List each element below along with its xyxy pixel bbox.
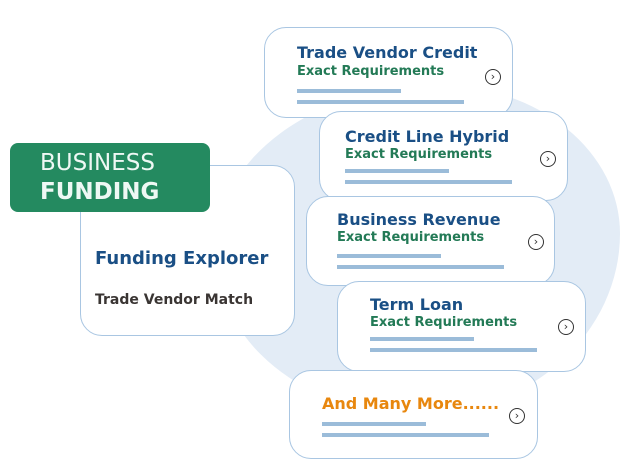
card-subtitle: Exact Requirements bbox=[297, 64, 445, 79]
card-subtitle: Exact Requirements bbox=[345, 147, 493, 162]
main-card-subtitle: Trade Vendor Match bbox=[95, 292, 254, 308]
card-subtitle: Exact Requirements bbox=[370, 315, 518, 330]
placeholder-line bbox=[297, 89, 401, 93]
card-title: Business Revenue bbox=[337, 210, 501, 229]
card-and-many-more[interactable]: And Many More...... › bbox=[289, 370, 538, 459]
chevron-right-icon[interactable]: › bbox=[528, 234, 544, 250]
chevron-right-icon[interactable]: › bbox=[540, 151, 556, 167]
card-business-revenue[interactable]: Business Revenue Exact Requirements › bbox=[306, 196, 555, 286]
chevron-right-icon[interactable]: › bbox=[485, 69, 501, 85]
card-trade-vendor-credit[interactable]: Trade Vendor Credit Exact Requirements › bbox=[264, 27, 513, 118]
placeholder-line bbox=[337, 265, 504, 269]
placeholder-line bbox=[345, 180, 512, 184]
card-credit-line-hybrid[interactable]: Credit Line Hybrid Exact Requirements › bbox=[319, 111, 568, 201]
card-title: Credit Line Hybrid bbox=[345, 127, 510, 146]
card-title: Term Loan bbox=[370, 295, 464, 314]
placeholder-line bbox=[345, 169, 449, 173]
main-card-title: Funding Explorer bbox=[95, 248, 269, 269]
card-term-loan[interactable]: Term Loan Exact Requirements › bbox=[337, 281, 586, 372]
badge-line1: BUSINESS bbox=[40, 150, 155, 176]
placeholder-line bbox=[370, 348, 537, 352]
card-title: Trade Vendor Credit bbox=[297, 43, 478, 62]
card-subtitle: Exact Requirements bbox=[337, 230, 485, 245]
placeholder-line bbox=[297, 100, 464, 104]
business-funding-badge: BUSINESS FUNDING bbox=[10, 143, 210, 212]
placeholder-line bbox=[322, 422, 426, 426]
placeholder-line bbox=[322, 433, 489, 437]
chevron-right-icon[interactable]: › bbox=[509, 408, 525, 424]
placeholder-line bbox=[370, 337, 474, 341]
card-title: And Many More...... bbox=[322, 394, 500, 413]
badge-line2: FUNDING bbox=[40, 179, 160, 205]
chevron-right-icon[interactable]: › bbox=[558, 319, 574, 335]
placeholder-line bbox=[337, 254, 441, 258]
